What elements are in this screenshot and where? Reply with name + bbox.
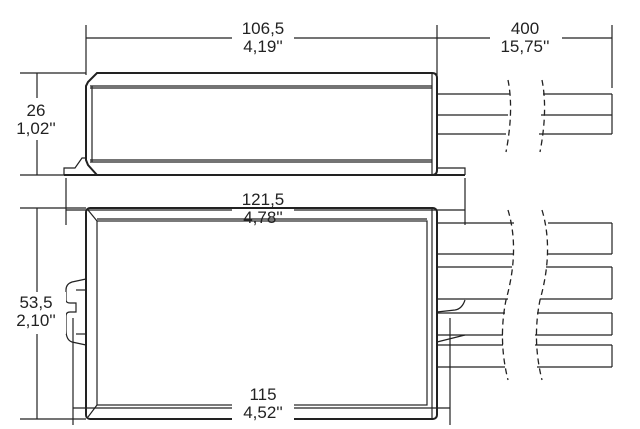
side-view-dimensions	[10, 20, 613, 230]
cable-in-label: 15,75''	[500, 37, 549, 56]
fixing-in-label: 4,52''	[243, 403, 283, 422]
top-view-cables	[436, 209, 613, 381]
break-line	[505, 79, 512, 153]
height-mm-label: 26	[27, 101, 46, 120]
break-line	[539, 79, 546, 153]
width-in-label: 2,10''	[16, 311, 56, 330]
length-in-label: 4,19''	[243, 37, 283, 56]
overall-mm-label: 121,5	[242, 190, 285, 209]
width-mm-label: 53,5	[19, 293, 52, 312]
break-line	[535, 209, 549, 381]
length-mm-label: 106,5	[242, 19, 285, 38]
side-view-cable	[437, 79, 613, 153]
top-view-dimensions	[10, 207, 451, 425]
cable-mm-label: 400	[511, 19, 539, 38]
side-view-housing	[63, 72, 466, 176]
overall-in-label: 4,78''	[243, 208, 283, 227]
break-line	[501, 209, 515, 381]
mounting-clip	[65, 278, 87, 346]
height-in-label: 1,02''	[16, 119, 56, 138]
fixing-mm-label: 115	[249, 385, 276, 404]
